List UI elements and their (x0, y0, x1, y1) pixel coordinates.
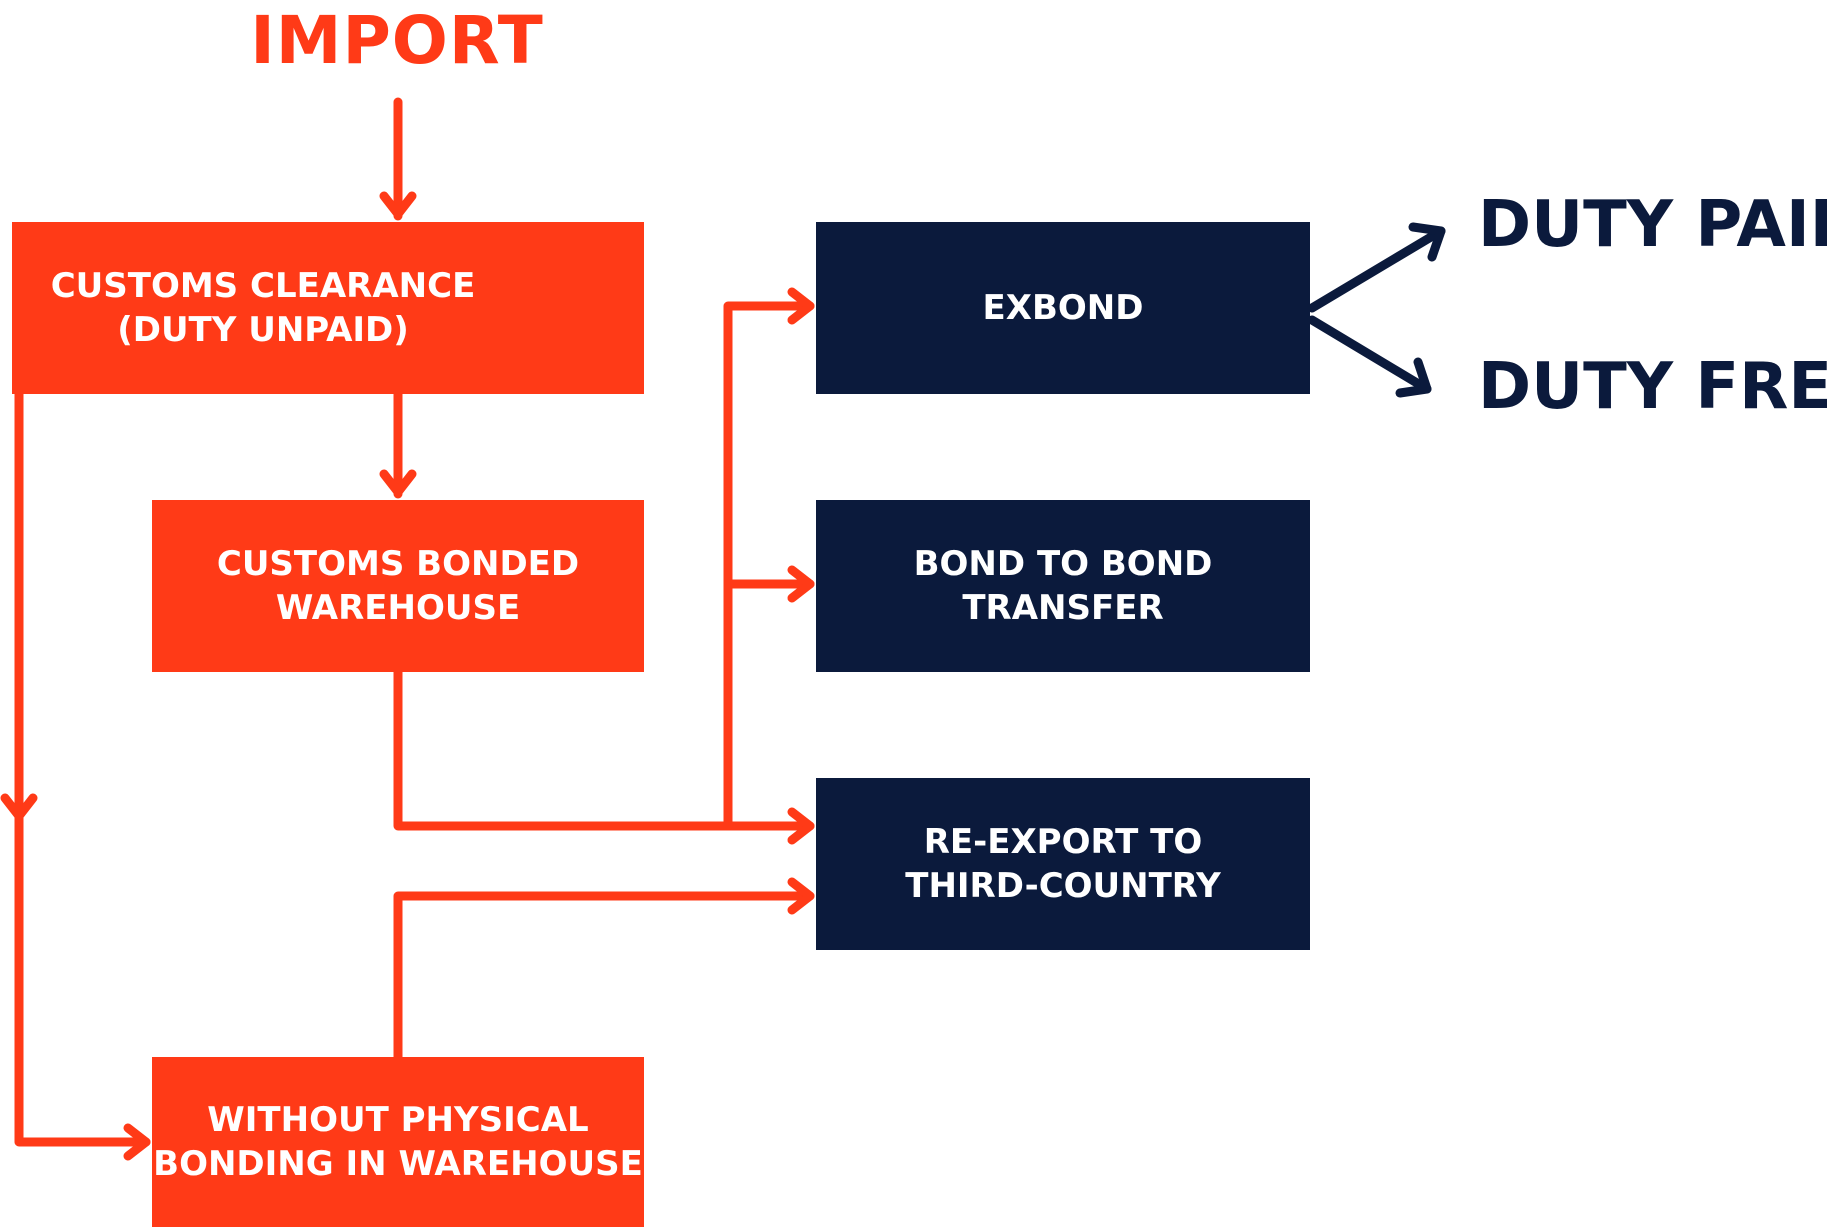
without-physical-bonding-box: WITHOUT PHYSICAL BONDING IN WAREHOUSE (152, 1057, 644, 1227)
import-label: IMPORT (250, 2, 544, 79)
reexport-line1: RE-EXPORT TO (923, 821, 1203, 862)
arrowhead-into-bond-transfer (787, 565, 815, 603)
exbond-line1: EXBOND (982, 287, 1144, 328)
arrowhead-into-without-physical (123, 1123, 151, 1161)
reexport-line2: THIRD-COUNTRY (905, 866, 1221, 906)
connector-exbond-to-duty-free (1307, 315, 1432, 394)
arrowhead-clearance-to-bonded (379, 469, 417, 497)
exbond-box: EXBOND (816, 222, 1310, 394)
arrowhead-into-reexport-lower (787, 877, 815, 915)
bond-to-bond-transfer-box: BOND TO BOND TRANSFER (816, 500, 1310, 672)
arrowhead-import-to-clearance (379, 191, 417, 219)
connector-without-physical-to-reexport (393, 891, 815, 1062)
duty-paid-label: DUTY PAID (1478, 188, 1827, 262)
customs-clearance-line2: (DUTY UNPAID) (117, 310, 409, 350)
without-physical-line1: WITHOUT PHYSICAL (207, 1099, 589, 1140)
bond-transfer-line1: BOND TO BOND (913, 543, 1213, 584)
arrowhead-into-reexport-upper (787, 807, 815, 845)
arrowhead-duty-paid (1408, 222, 1446, 262)
customs-clearance-box: CUSTOMS CLEARANCE (DUTY UNPAID) (12, 222, 644, 394)
bonded-warehouse-line2: WAREHOUSE (275, 588, 521, 628)
connector-exbond-to-duty-paid (1307, 226, 1446, 313)
without-physical-line2: BONDING IN WAREHOUSE (153, 1144, 643, 1184)
re-export-third-country-box: RE-EXPORT TO THIRD-COUNTRY (816, 778, 1310, 950)
connector-clearance-to-without-physical (14, 389, 151, 1147)
connector-bonded-to-reexport (393, 667, 815, 831)
arrowhead-into-exbond (787, 287, 815, 325)
connector-branch-to-exbond (723, 301, 815, 831)
arrowhead-duty-free (1395, 357, 1432, 398)
bonded-warehouse-line1: CUSTOMS BONDED (216, 543, 580, 584)
customs-bonded-warehouse-box: CUSTOMS BONDED WAREHOUSE (152, 500, 644, 672)
bond-transfer-line2: TRANSFER (962, 588, 1164, 628)
customs-clearance-line1: CUSTOMS CLEARANCE (50, 265, 476, 306)
duty-free-label: DUTY FREE (1478, 350, 1827, 424)
arrowhead-trunk-mid (0, 793, 38, 821)
